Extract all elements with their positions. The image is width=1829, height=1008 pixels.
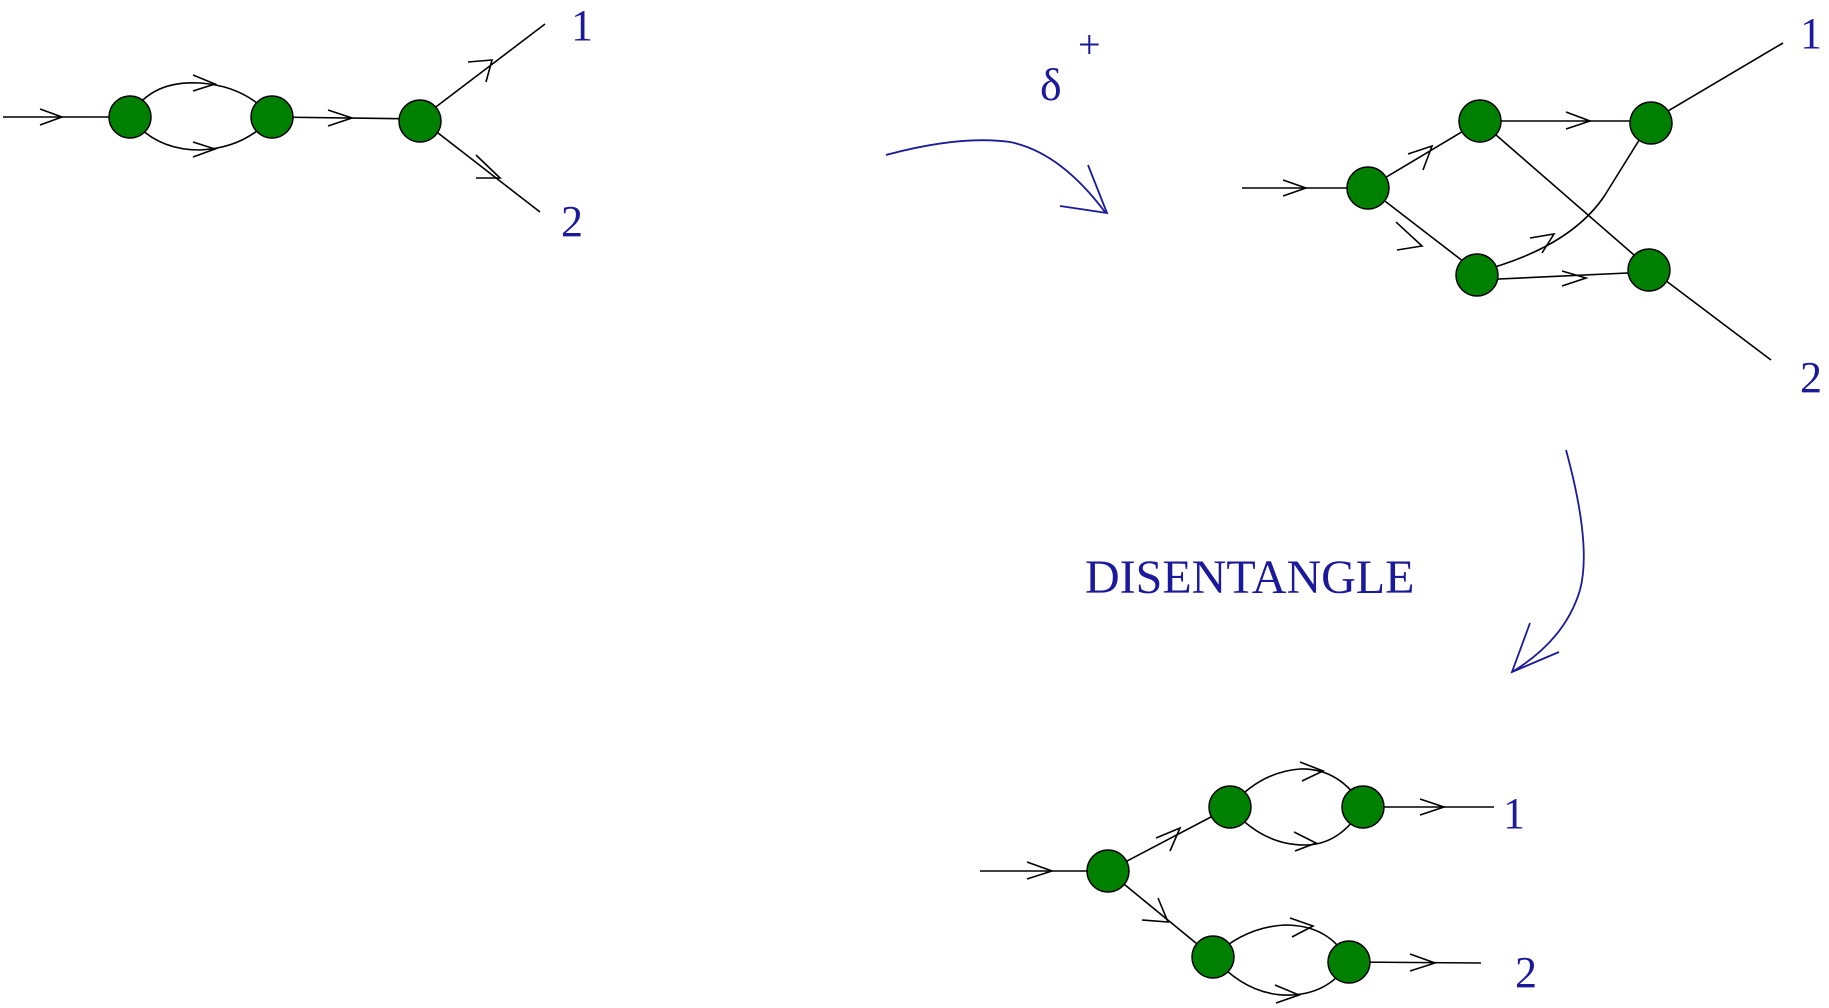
operator-symbol: δ <box>1040 59 1062 110</box>
transform-arrow <box>1511 449 1585 673</box>
diagram-c: 1 2 <box>980 761 1537 1004</box>
edge <box>1229 806 1364 846</box>
node <box>1346 166 1390 210</box>
edge <box>1476 120 1652 273</box>
arrowhead <box>1565 111 1593 130</box>
arrowhead <box>1155 826 1182 852</box>
edge <box>129 82 273 118</box>
arrowhead <box>1274 984 1302 1004</box>
edge <box>129 116 273 151</box>
arrowhead <box>1141 897 1170 923</box>
node <box>398 99 442 143</box>
edge <box>1479 120 1650 269</box>
transform-arrow <box>885 139 1106 213</box>
output-label-2: 2 <box>561 197 583 246</box>
edge <box>1650 42 1784 122</box>
edge <box>1107 870 1214 958</box>
arrowhead <box>1395 221 1424 251</box>
diagram-a: 1 2 <box>3 1 593 246</box>
arrowhead <box>1299 761 1326 782</box>
disentangle-transform: DISENTANGLE <box>1085 449 1585 674</box>
diagram-b: 1 2 <box>1242 9 1822 402</box>
arrowhead <box>1529 232 1556 254</box>
arrowhead <box>1561 270 1589 287</box>
node <box>1629 101 1673 145</box>
node <box>1086 849 1130 893</box>
output-label-1: 1 <box>1503 789 1525 838</box>
edge <box>1212 924 1350 963</box>
arrowhead <box>39 108 65 126</box>
node <box>1327 940 1371 984</box>
node <box>1458 99 1502 143</box>
output-label-2: 2 <box>1800 353 1822 402</box>
arrowhead <box>1282 179 1309 197</box>
arrowhead <box>1407 144 1434 171</box>
arrowhead <box>1409 953 1438 972</box>
output-label-2: 2 <box>1515 948 1537 997</box>
node <box>1627 248 1671 292</box>
arrowhead <box>327 109 355 127</box>
arrowhead <box>1026 861 1055 880</box>
output-label-1: 1 <box>571 1 593 50</box>
node <box>250 95 294 139</box>
node <box>1341 785 1385 829</box>
arrowhead <box>192 74 218 92</box>
node <box>1455 253 1499 297</box>
edge <box>419 23 546 120</box>
arrowhead <box>192 141 218 158</box>
output-label-1: 1 <box>1800 9 1822 58</box>
edge <box>419 118 541 213</box>
edge <box>1348 961 1482 964</box>
arrowhead <box>1289 917 1316 938</box>
operator-superscript: + <box>1078 22 1101 67</box>
edge <box>1367 120 1481 189</box>
edge <box>1476 271 1650 281</box>
delta-plus-transform: δ + <box>885 22 1109 215</box>
edge <box>1107 806 1231 872</box>
arrowhead <box>1419 798 1447 816</box>
step-label: DISENTANGLE <box>1085 551 1414 604</box>
edge <box>1367 187 1478 273</box>
node <box>1208 785 1252 829</box>
node <box>108 95 152 139</box>
edge <box>271 116 421 120</box>
transform-arrowhead <box>1510 622 1560 674</box>
edge <box>1648 267 1772 361</box>
arrowhead <box>475 154 502 179</box>
node <box>1191 935 1235 979</box>
transform-arrowhead <box>1059 164 1109 215</box>
arrowhead <box>1293 831 1318 852</box>
arrowhead <box>467 59 494 83</box>
edge <box>1229 768 1364 808</box>
